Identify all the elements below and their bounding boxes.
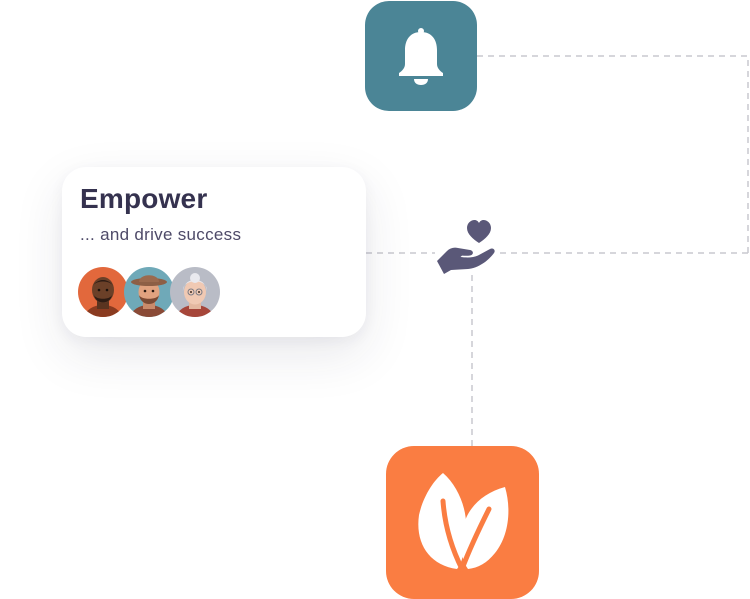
avatar-group — [78, 267, 238, 319]
avatar — [170, 267, 220, 317]
leaf-logo-tile — [386, 446, 539, 599]
hand-heart-icon — [437, 220, 495, 274]
bell-tile — [365, 1, 477, 111]
card-subtitle: ... and drive success — [80, 225, 242, 244]
avatar — [78, 267, 128, 317]
avatar — [124, 267, 174, 317]
card-title: Empower — [80, 183, 208, 214]
bell-icon — [399, 28, 443, 85]
connector-bell-to-right — [477, 55, 749, 253]
empower-card: Empower ... and drive success — [62, 167, 366, 337]
leaf-logo-icon — [418, 473, 509, 572]
